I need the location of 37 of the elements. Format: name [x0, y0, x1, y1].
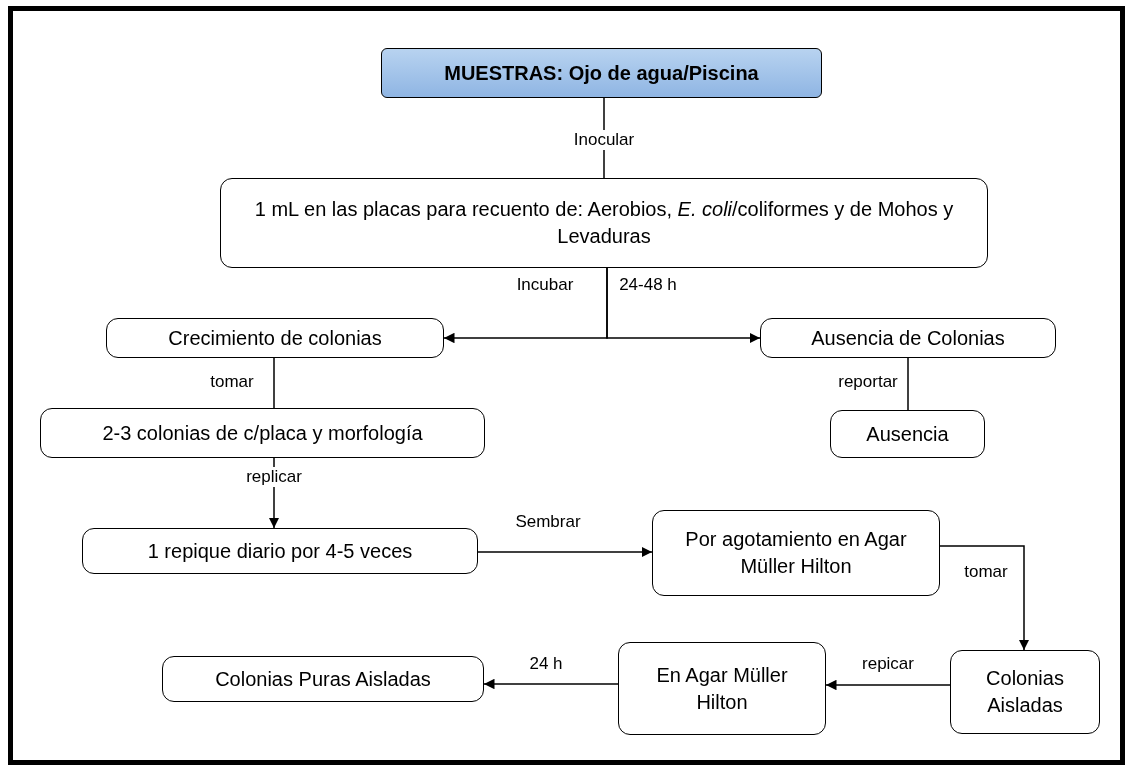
edge-label: tomar	[210, 372, 254, 392]
connector	[907, 357, 909, 411]
process-box	[106, 318, 444, 358]
process-box	[220, 178, 988, 268]
edge-label: 24 h	[529, 654, 563, 674]
edge-label: 24-48 h	[619, 275, 677, 295]
connector	[273, 357, 275, 409]
edge-label: tomar	[964, 562, 1008, 582]
process-box	[652, 510, 940, 596]
process-box	[40, 408, 485, 458]
edge-label: Incubar	[516, 275, 574, 295]
title-box	[381, 48, 822, 98]
node-text: Por agotamiento en Agar Müller Hilton	[684, 527, 908, 579]
connector	[606, 267, 761, 344]
edge-label: Sembrar	[515, 512, 581, 532]
process-box	[760, 318, 1056, 358]
process-box	[830, 410, 985, 458]
connector	[477, 546, 653, 558]
process-box	[162, 656, 484, 702]
node-text: Ausencia	[866, 421, 949, 447]
edge-label: repicar	[862, 654, 914, 674]
connector	[939, 545, 1030, 651]
node-text: MUESTRAS: Ojo de agua/Piscina	[444, 60, 759, 86]
node-text: Crecimiento de colonias	[168, 325, 382, 351]
connector	[825, 679, 951, 691]
node-text: 1 mL en las placas para recuento de: Aerobios, E. coli/coliformes y de Mohos y Levaduras	[253, 197, 955, 249]
process-box	[82, 528, 478, 574]
process-box	[950, 650, 1100, 734]
node-text: En Agar Müller Hilton	[655, 662, 789, 715]
process-box	[618, 642, 826, 735]
node-text: 2-3 colonias de c/placa y morfología	[102, 420, 423, 446]
connector	[483, 678, 619, 690]
node-text: Ausencia de Colonias	[811, 325, 1005, 351]
node-text: Colonias Puras Aisladas	[215, 666, 431, 692]
node-text: Colonias Aisladas	[985, 666, 1065, 718]
edge-label: reportar	[838, 372, 898, 392]
node-text: 1 repique diario por 4-5 veces	[147, 538, 413, 564]
